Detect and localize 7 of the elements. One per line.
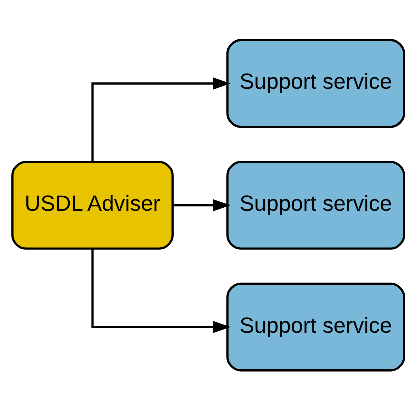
arrow — [92, 77, 231, 162]
node-box: Support service — [226, 282, 406, 372]
node-box: Support service — [226, 38, 406, 128]
node-box: Support service — [226, 160, 406, 250]
arrow — [92, 248, 231, 333]
arrow — [173, 198, 231, 212]
node-box: USDL Adviser — [12, 160, 174, 250]
